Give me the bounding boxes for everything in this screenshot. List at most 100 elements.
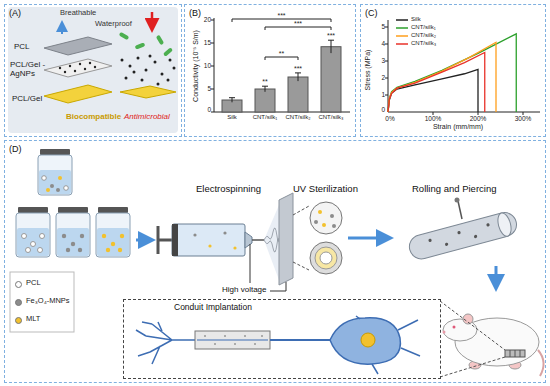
rat-illustration <box>505 350 525 357</box>
conduit-tube <box>495 266 498 286</box>
electrospinning-setup <box>223 231 226 234</box>
stress-strain-chart <box>385 44 388 45</box>
bar-chart <box>211 20 214 112</box>
membrane-illustration <box>44 59 112 77</box>
stress-strain-chart <box>388 53 485 113</box>
membrane-illustration <box>121 59 124 62</box>
stress-strain-chart <box>388 34 516 112</box>
bar-chart <box>295 72 301 73</box>
conduit-tube <box>486 223 490 227</box>
stress-strain-chart <box>385 78 388 79</box>
solution-jars <box>17 228 49 256</box>
figure-label: 3 <box>381 57 385 64</box>
solution-jars <box>40 234 45 239</box>
stress-strain-chart <box>385 27 523 115</box>
figure-label: 100% <box>425 115 442 122</box>
figure-label: CNT/silk₂ <box>286 114 311 121</box>
electrospinning-setup <box>279 193 293 285</box>
membrane-illustration <box>156 35 164 46</box>
nerve-illustration <box>136 316 420 374</box>
nerve-illustration <box>197 340 268 341</box>
figure-label: Breathable <box>60 9 96 18</box>
fiber-cross-section <box>322 223 326 227</box>
figure-label: Waterproof <box>95 20 132 29</box>
membrane-illustration <box>84 68 86 70</box>
solution-jars <box>31 242 36 247</box>
conduit-tube <box>407 210 519 262</box>
rat-illustration <box>440 301 544 377</box>
solution-jars <box>62 234 66 238</box>
legend-swatch <box>15 281 22 288</box>
membrane-illustration <box>133 71 136 74</box>
electrospinning-setup <box>252 239 264 241</box>
figure-label: *** <box>277 12 285 20</box>
inset-box: Conduit Implantation <box>123 299 441 379</box>
conduit-tube <box>407 210 519 262</box>
fiber-cross-section <box>293 202 388 274</box>
solution-jars <box>136 239 150 242</box>
solution-jars <box>120 234 124 238</box>
nerve-illustration <box>214 343 216 345</box>
fiber-cross-section <box>332 224 336 228</box>
stress-strain-chart <box>396 35 408 37</box>
legend-text: CNT/silk₂ <box>411 32 436 39</box>
rat-illustration <box>440 301 505 377</box>
legend-text: Silk <box>411 16 421 23</box>
membrane-illustration <box>8 7 178 133</box>
figure-label: 5 <box>207 85 211 92</box>
nerve-illustration <box>356 316 420 374</box>
bar-chart <box>211 89 214 90</box>
membrane-illustration <box>169 59 172 62</box>
membrane-illustration <box>119 32 130 40</box>
figure-label: PCL/Gel -AgNPs <box>10 60 48 78</box>
panel-frame: (D)Conduit Implantation <box>4 140 546 383</box>
figure-label: Rolling and Piercing <box>412 184 497 195</box>
figure-label: PCL/Gel <box>12 94 42 103</box>
membrane-illustration <box>135 42 146 49</box>
membrane-illustration <box>154 61 157 64</box>
membrane-illustration <box>121 55 176 86</box>
membrane-illustration <box>89 62 91 64</box>
solution-jars <box>38 248 43 253</box>
electrospinning-setup <box>172 224 245 256</box>
figure-label: 1 <box>381 91 385 98</box>
solution-jars <box>78 248 82 252</box>
solution-jars <box>66 248 70 252</box>
solution-jars <box>80 234 84 238</box>
figure-label: UV Sterilization <box>293 184 358 195</box>
bar-chart <box>265 57 298 60</box>
membrane-illustration <box>137 57 140 60</box>
stress-strain-chart <box>388 20 389 112</box>
solution-jars <box>58 176 62 180</box>
membrane-illustration <box>125 77 128 80</box>
figure-label: 2 <box>381 74 385 81</box>
electrospinning-setup <box>208 244 211 247</box>
solution-jars <box>102 234 124 252</box>
figure-label: 0 <box>207 106 211 113</box>
membrane-illustration <box>167 79 170 82</box>
solution-jars <box>57 228 89 256</box>
fiber-cross-section <box>330 214 334 218</box>
figure-label: ** <box>279 50 284 58</box>
electrospinning-setup <box>158 239 172 242</box>
figure-label: 200% <box>470 115 487 122</box>
membrane-illustration <box>141 79 144 82</box>
panel-label: (A) <box>9 8 21 18</box>
electrospinning-setup <box>245 232 252 248</box>
membrane-illustration <box>44 85 112 103</box>
solution-jars <box>22 234 27 239</box>
bar-chart <box>211 66 214 67</box>
stress-strain-chart <box>385 20 540 115</box>
legend-swatch <box>15 317 22 324</box>
panel-label: (C) <box>365 8 378 18</box>
stress-strain-chart <box>396 43 408 45</box>
legend-text: CNT/silk₁ <box>411 24 436 31</box>
membrane-illustration <box>151 12 154 28</box>
conduit-tube <box>496 211 514 237</box>
solution-jars <box>64 186 69 191</box>
fiber-cross-section <box>310 242 342 274</box>
solution-jars <box>38 155 72 195</box>
figure-label: Stress (MPa) <box>364 50 372 91</box>
solution-jars <box>22 234 45 253</box>
fiber-cross-section <box>310 202 342 234</box>
